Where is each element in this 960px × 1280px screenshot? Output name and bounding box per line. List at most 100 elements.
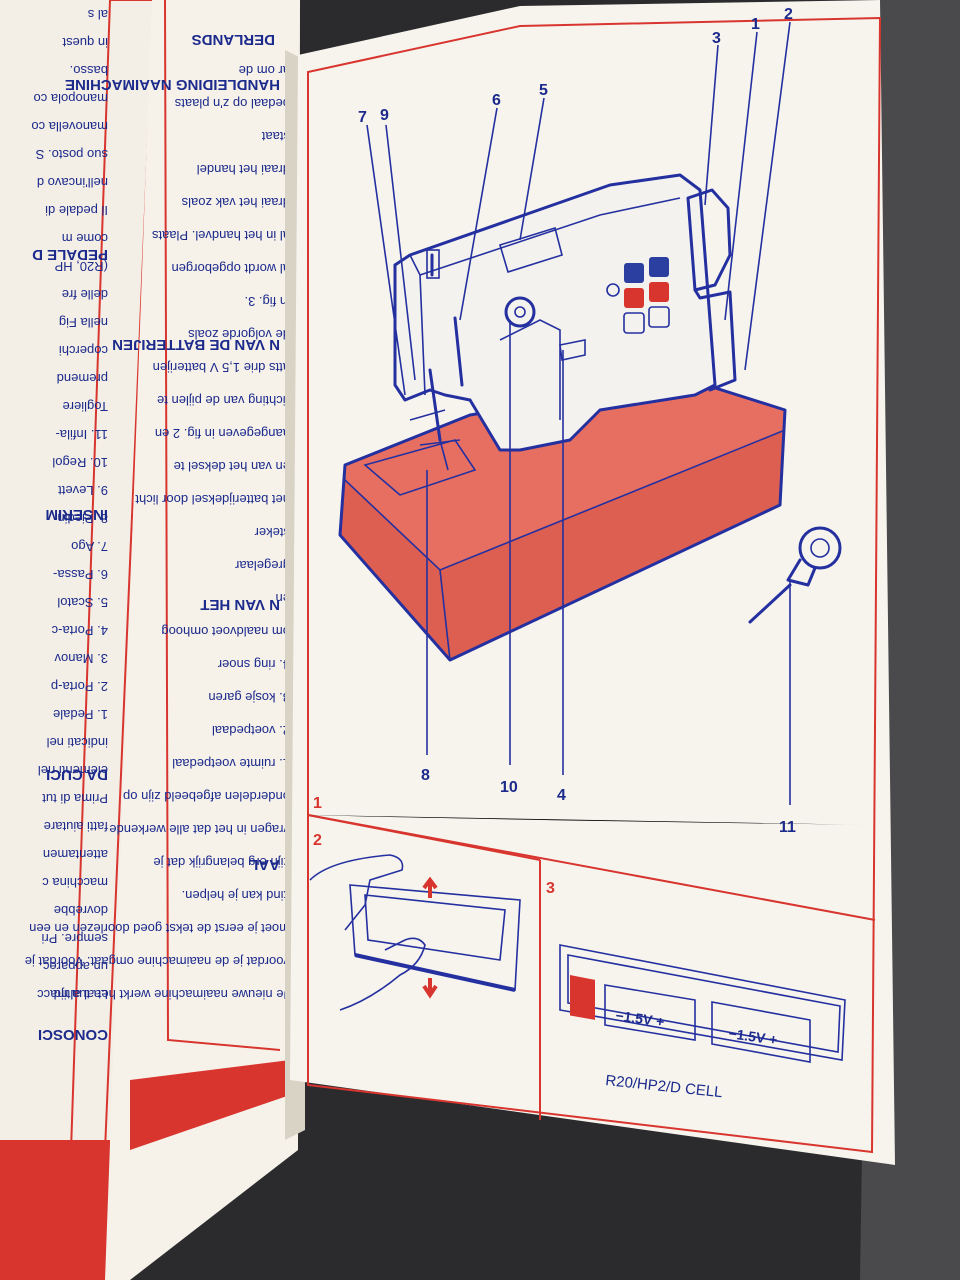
left-page-heading: N VAN HET — [200, 596, 280, 613]
part-label-11: 11 — [779, 819, 796, 836]
left-page-line: 3. kosje garen — [208, 690, 290, 705]
left-page-heading: AAL — [249, 856, 280, 873]
left-page-line: het batterijdeksel door licht — [135, 492, 290, 507]
far-left-heading: DA CUCI — [46, 766, 108, 783]
far-left-line: in quest — [62, 35, 108, 50]
left-page-line: richting van de pijlen te — [157, 393, 290, 408]
far-left-line: Il pedale di — [45, 203, 108, 218]
left-page-line: 4. ring snoer — [217, 657, 290, 672]
left-page-line: en van het deksel te — [174, 459, 290, 474]
left-page-heading: HANDLEIDING NAAIMACHINE — [65, 76, 280, 93]
part-label-2: 2 — [784, 6, 793, 23]
far-left-line: 6. Passa- — [53, 567, 108, 582]
left-page-line: kind kan je helpen. — [182, 888, 290, 903]
left-page: DERLANDS HANDLEIDING NAAIMACHINE N VAN DE … — [25, 0, 305, 1280]
needle-threader-illustration — [748, 526, 842, 624]
figure-label-2: 2 — [313, 832, 322, 849]
far-left-line: 4. Porta-c — [51, 623, 108, 638]
far-left-line: Prima di tut — [42, 791, 108, 806]
left-page-line: onderdelen afgebeeld zijn op — [123, 789, 290, 804]
far-left-line: indicati nel — [46, 735, 108, 750]
left-page-line: pedaal op z'n plaats — [174, 96, 290, 111]
far-left-line: un apparec — [42, 959, 108, 974]
part-label-4: 4 — [557, 787, 566, 804]
far-left-line: macchina c — [42, 875, 108, 890]
part-label-8: 8 — [421, 767, 430, 784]
left-page-line: atts drie 1,5 V batterijen — [153, 360, 290, 375]
left-page-line: al in het handvel. Plaats — [151, 228, 290, 243]
far-left-line: fatti aiutare — [44, 819, 108, 834]
left-page-line: al wordt opgeborgen — [171, 261, 290, 276]
battery-1-label: −1.5V + — [615, 1007, 666, 1030]
far-left-line: Togliere — [62, 399, 108, 414]
far-left-line: La tua macc — [37, 987, 108, 1002]
far-left-line: manovella co — [31, 119, 108, 134]
figure-label-3: 3 — [546, 880, 555, 897]
battery-2 — [711, 1001, 811, 1063]
battery-1 — [604, 984, 696, 1041]
left-page-line: draai het vak zoals — [181, 195, 290, 210]
left-page-line: ar om de — [239, 63, 290, 78]
far-left-line: (R20, HP — [55, 259, 108, 274]
far-left-line: delle fre — [62, 287, 108, 302]
figure-number-labels: 1 2 3 — [313, 795, 555, 897]
far-left-line: sempre. Pri — [41, 931, 108, 946]
part-label-3: 3 — [712, 30, 721, 47]
leader-lines — [366, 21, 791, 805]
part-label-6: 6 — [492, 92, 501, 109]
left-page-heading: N VAN DE BATTERIJEN — [112, 336, 280, 353]
far-left-line: 8. Piedin — [57, 511, 108, 526]
stitch-buttons — [623, 257, 670, 334]
far-left-line: dovrebbe — [54, 903, 108, 918]
far-left-heading: PEDALE D — [32, 246, 108, 263]
left-page-line: in fig. 3. — [244, 294, 290, 309]
far-left-line: 5. Scatol — [57, 595, 108, 610]
part-label-7: 7 — [358, 109, 367, 126]
diagram-page-border — [307, 16, 882, 1154]
far-left-line: 11. Infila- — [55, 427, 108, 442]
far-left-heading: INSERIM — [45, 506, 108, 523]
far-left-line: 3. Manov — [54, 651, 108, 666]
machine-body — [395, 175, 715, 450]
part-label-5: 5 — [539, 82, 548, 99]
figure-label-1: 1 — [313, 795, 322, 812]
figure-2-battery-cover — [309, 854, 521, 1011]
left-page-line: gregelaar — [234, 558, 290, 573]
part-label-1: 1 — [751, 16, 760, 33]
far-left-line: 9. Levett — [58, 483, 108, 498]
far-left-line: premend — [57, 371, 108, 386]
far-left-line: elementi nel — [38, 763, 108, 778]
left-page-banner: DERLANDS — [192, 31, 275, 48]
left-page-line: 2. voetpedaal — [212, 723, 290, 738]
far-left-line: nella Fig — [59, 315, 108, 330]
far-left-line: 2. Porta-p — [51, 679, 108, 694]
far-left-line: nell'incavo d — [37, 175, 108, 190]
left-page-line: de volgorde zoals — [188, 327, 290, 342]
left-page-line: 1. ruimte voetpedaal — [172, 756, 290, 771]
left-page-line: steker — [254, 525, 290, 540]
far-left-line: manopola co — [34, 91, 108, 106]
far-left-line: 7. Ago — [71, 539, 108, 554]
far-left-line: al s — [87, 7, 108, 22]
far-left-line: coperchi — [59, 343, 108, 358]
part-number-labels: 7 9 6 5 3 1 2 8 10 4 11 — [358, 6, 796, 836]
battery-2-label: −1.5V + — [728, 1025, 779, 1048]
far-left-heading: CONOSCI — [38, 1026, 108, 1043]
left-page-line: zijn erg belangrijk dat je — [153, 855, 290, 870]
tension-knob — [504, 296, 536, 328]
far-left-line: attentamen — [43, 847, 108, 862]
left-page-line: Je nieuwe naaimachine werkt het al altij… — [54, 987, 290, 1002]
far-left-line: 10. Regol — [52, 455, 108, 470]
left-page-line: voordat je de naaimachine omgaat. Voorda… — [25, 954, 290, 969]
left-page-line: om naaldvoet omhoog — [161, 624, 290, 639]
left-page-line: moet je eerst de tekst goed doorlezen en… — [29, 921, 290, 936]
left-page-line: draai het handel — [197, 162, 290, 177]
left-page-line: vragen in het dat alle werkende — [109, 822, 290, 837]
far-left-line: come m — [62, 231, 108, 246]
part-label-9: 9 — [380, 107, 389, 124]
far-left-line: suo posto. S — [35, 147, 108, 162]
far-left-line: basso. — [70, 63, 108, 78]
left-page-line: staat — [261, 129, 290, 144]
left-page-line: aangegeven in fig. 2 en — [155, 426, 290, 441]
